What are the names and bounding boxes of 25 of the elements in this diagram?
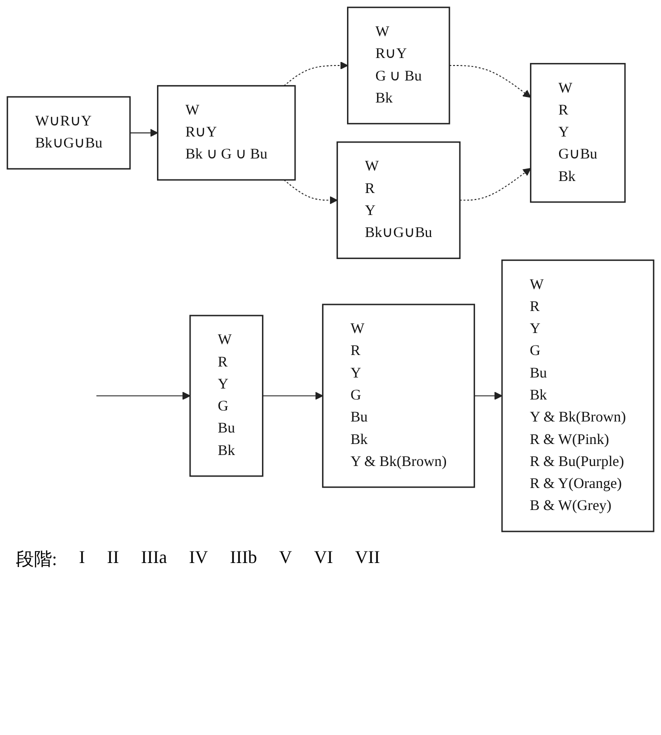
node-box: W R∪Y G ∪ Bu Bk (347, 6, 450, 124)
stage-label: 段階: (16, 548, 58, 571)
node-box: W∪R∪Y Bk∪G∪Bu (6, 96, 131, 170)
stage-label: IV (189, 546, 208, 569)
arrow (474, 392, 502, 400)
stage-label: VI (314, 546, 333, 569)
node-box: W R Y G Bu Bk Y & Bk(Brown) R & W(Pink) R & Bu(Purple) R & Y(Orange) B & W(Grey) (501, 260, 654, 532)
arrow (284, 179, 338, 204)
arrow (448, 65, 532, 98)
stage-label: IIIb (230, 546, 257, 569)
stage-label: II (107, 546, 120, 569)
stage-label: V (278, 546, 292, 569)
stage-label: I (79, 546, 86, 569)
node-box: W R∪Y Bk ∪ G ∪ Bu (157, 85, 296, 181)
node-box: W R Y G∪Bu Bk (530, 62, 626, 203)
arrow (96, 392, 190, 400)
arrow (459, 168, 532, 201)
stage-label: VII (354, 546, 380, 569)
node-box: W R Y Bk∪G∪Bu (336, 141, 461, 260)
arrow (262, 392, 324, 400)
arrow (284, 61, 348, 86)
stage-label: IIIa (141, 546, 167, 569)
node-box: W R Y G Bu Bk (189, 314, 264, 477)
node-box: W R Y G Bu Bk Y & Bk(Brown) (322, 304, 476, 488)
arrow (130, 128, 158, 137)
